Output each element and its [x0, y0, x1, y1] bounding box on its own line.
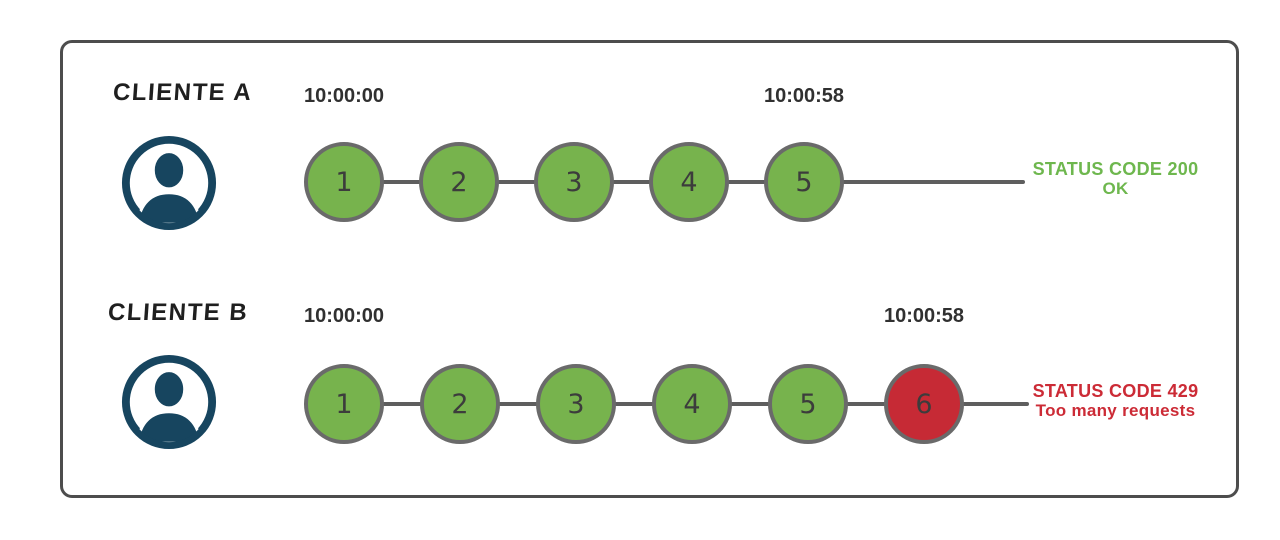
client-b-end-timestamp: 10:00:58 — [883, 305, 965, 327]
user-avatar-icon — [121, 135, 217, 231]
request-circle: 1 — [304, 364, 384, 444]
request-circle: 4 — [652, 364, 732, 444]
request-circle: 4 — [649, 142, 729, 222]
client-b-status: STATUS CODE 429 Too many requests — [1023, 381, 1208, 421]
status-code-text: STATUS CODE 429 — [1032, 381, 1199, 401]
status-code-text: STATUS CODE 200 — [1032, 159, 1199, 179]
request-circle: 3 — [536, 364, 616, 444]
user-avatar-icon — [121, 354, 217, 450]
request-circle: 3 — [534, 142, 614, 222]
diagram-frame: CLIENTE A 10:00:00 10:00:58 1 2 3 4 5 ST… — [60, 40, 1239, 498]
client-b-start-timestamp: 10:00:00 — [303, 305, 385, 327]
client-a-status: STATUS CODE 200 OK — [1023, 159, 1208, 199]
client-a-start-timestamp: 10:00:00 — [303, 85, 385, 107]
client-a-label: CLIENTE A — [112, 79, 254, 106]
request-circle: 1 — [304, 142, 384, 222]
request-circle: 2 — [419, 142, 499, 222]
client-a-end-timestamp: 10:00:58 — [763, 85, 845, 107]
blocked-request-circle: 6 — [884, 364, 964, 444]
client-b-label: CLIENTE B — [107, 299, 250, 326]
request-circle: 5 — [764, 142, 844, 222]
status-message-text: Too many requests — [1035, 401, 1196, 420]
request-circle: 2 — [420, 364, 500, 444]
request-circle: 5 — [768, 364, 848, 444]
status-message-text: OK — [1102, 179, 1129, 198]
